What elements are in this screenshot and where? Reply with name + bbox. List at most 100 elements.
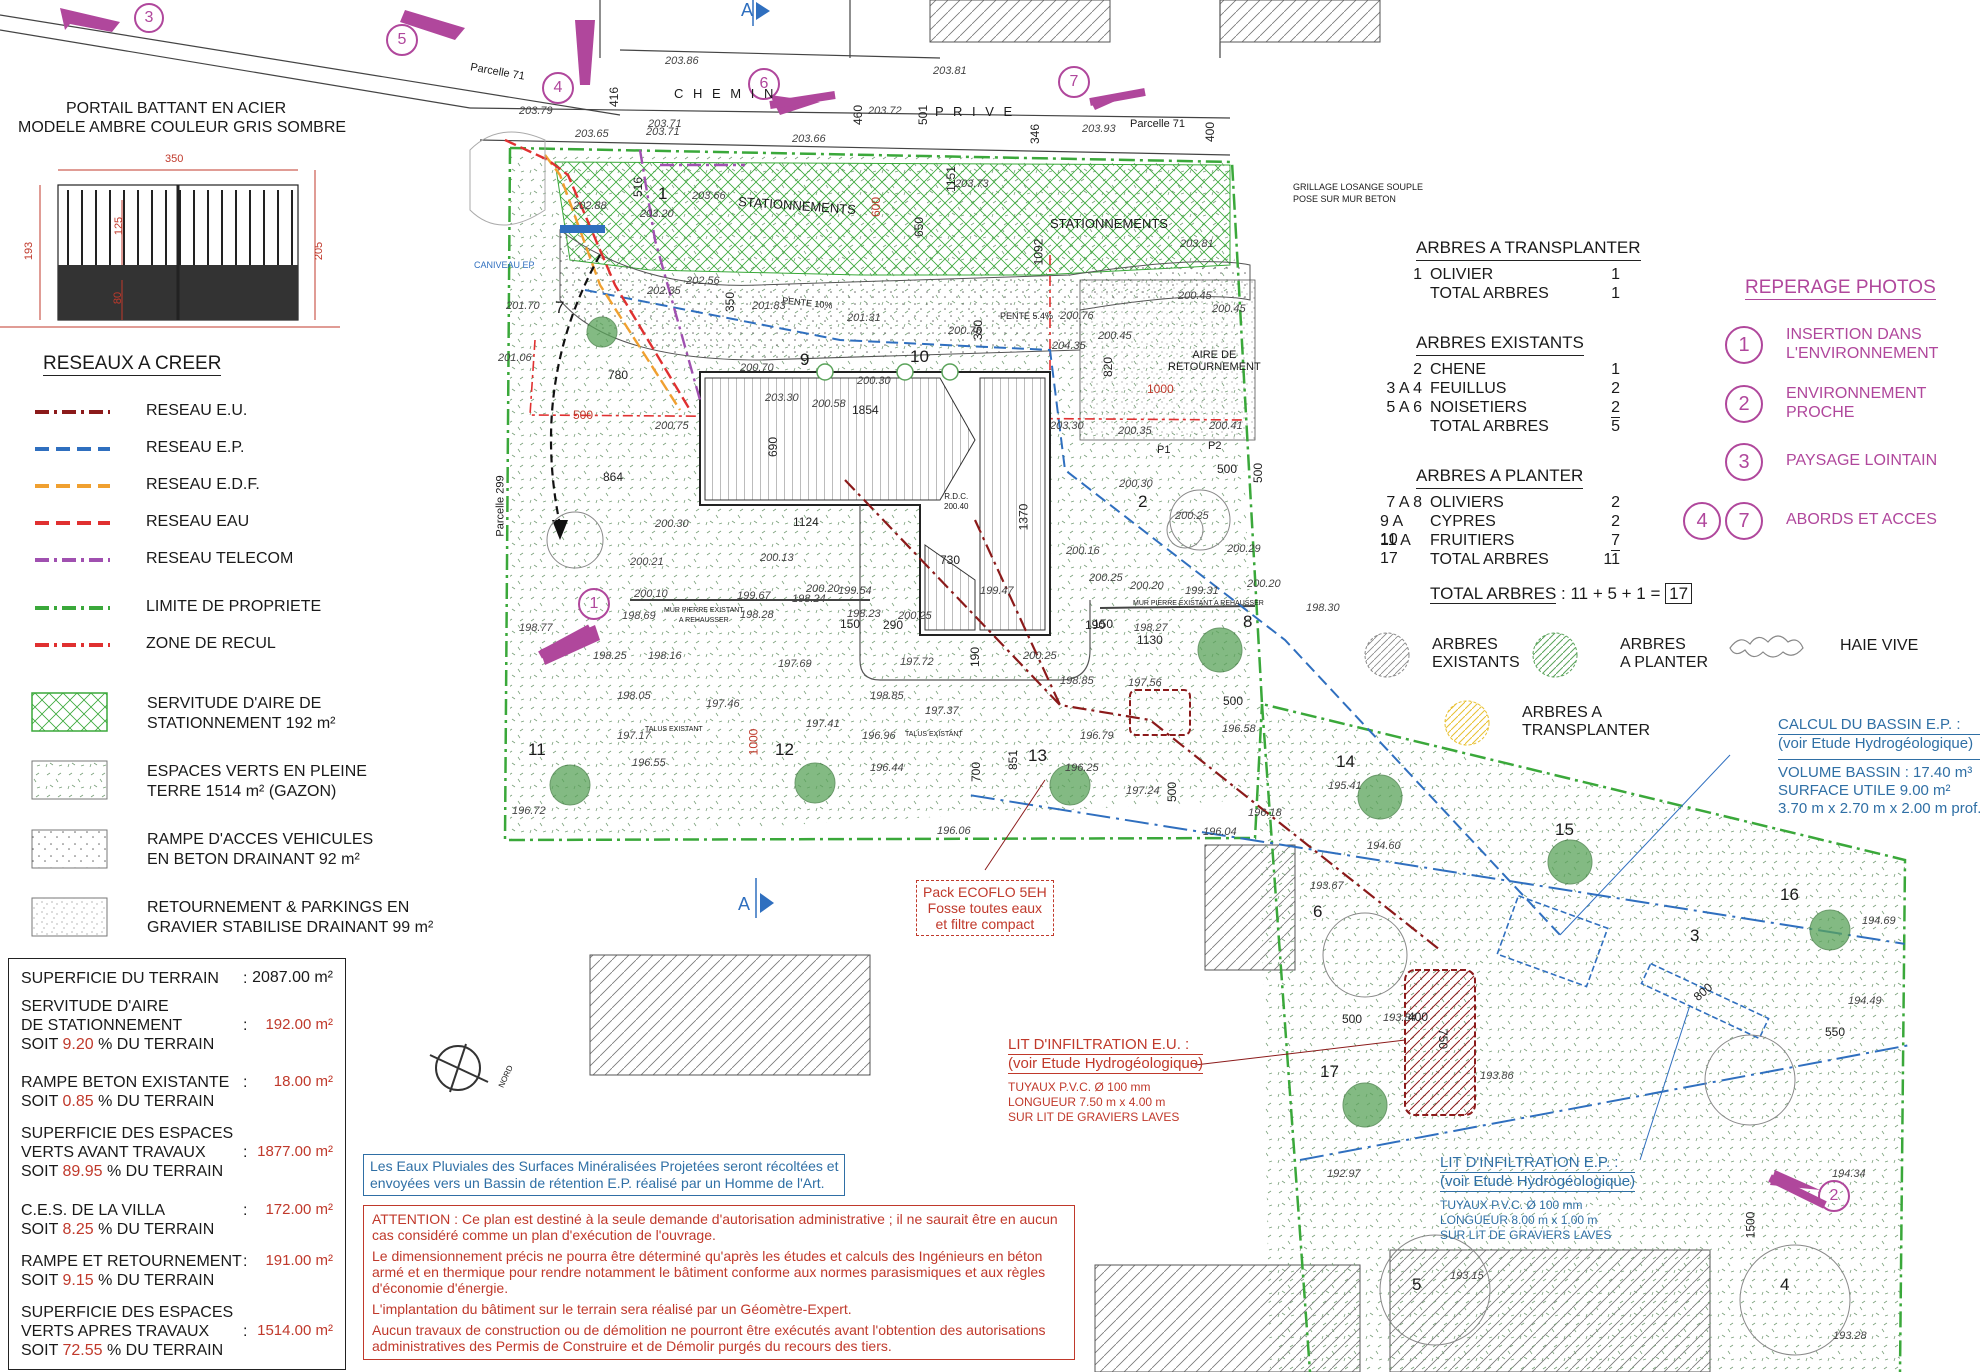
- network-eu-line: [844, 479, 1441, 951]
- photo-marker-4: 4: [542, 72, 574, 104]
- photo-marker-3: 3: [134, 3, 164, 33]
- photo-legend-num-4: 4: [1683, 502, 1721, 540]
- dimension-label: 1370: [1016, 503, 1031, 531]
- photo-legend-num-3: 3: [1725, 443, 1763, 481]
- roof-south: [924, 544, 976, 631]
- rainwater-note: Les Eaux Pluviales des Surfaces Minérali…: [363, 1154, 846, 1196]
- elevation-label: 203.93: [1082, 123, 1116, 135]
- stone-wall: [1099, 605, 1256, 609]
- dimension-label: 650: [912, 216, 927, 238]
- dimension-label: 460: [851, 104, 866, 126]
- network-eau-line: [504, 138, 692, 411]
- elevation-label: 198.16: [648, 650, 682, 662]
- dimension-label: 150: [840, 617, 861, 631]
- elevation-label: 200.70: [740, 362, 774, 374]
- tree-number: 17: [1320, 1062, 1339, 1081]
- gate-dim-left: 193: [23, 241, 36, 261]
- tree-number: 14: [1336, 752, 1355, 771]
- elevation-label: 200.45: [1212, 303, 1246, 315]
- dimension-label: 1124: [793, 515, 819, 529]
- dimension-label: 1151: [943, 166, 958, 192]
- dimension-label: 690: [766, 436, 781, 458]
- slope-54-label: PENTE 5.4%: [1000, 311, 1054, 321]
- elevation-label: 197.72: [900, 656, 934, 668]
- parking-p1: P1: [1157, 444, 1171, 456]
- elevation-label: 202.56: [686, 275, 720, 287]
- elevation-label: 200.25: [898, 610, 932, 622]
- elevation-label: 196.79: [1080, 730, 1114, 742]
- roof-east: [979, 377, 1046, 631]
- tree-number: 9: [800, 350, 810, 369]
- elevation-label: 196.04: [1203, 826, 1237, 838]
- elevation-label: 198.24: [792, 593, 826, 605]
- dimension-label: 350: [971, 319, 986, 341]
- ecoflo-tank: [1129, 689, 1191, 736]
- elevation-label: 200.10: [634, 588, 668, 600]
- section-a-top: A: [741, 0, 754, 20]
- existing-tree-icon: [1364, 632, 1410, 678]
- elevation-label: 203.72: [868, 105, 902, 117]
- gate-dim-inner1: 125: [113, 216, 126, 236]
- legend-hedge: HAIE VIVE: [1840, 637, 1919, 654]
- existing-title: ARBRES EXISTANTS: [1416, 333, 1584, 356]
- elevation-label: 197.41: [806, 718, 840, 730]
- tree-number: 11: [528, 740, 546, 759]
- elevation-label: 197.46: [706, 698, 740, 710]
- dimension-label: 400: [1203, 121, 1218, 143]
- summary-row: SUPERFICIE DU TERRAIN:2087.00 m²: [21, 969, 333, 987]
- dimension-label: 1000: [746, 728, 761, 756]
- elevation-label: 201.31: [847, 312, 881, 324]
- dimension-label: 346: [1028, 123, 1043, 145]
- elevation-label: 203.73: [955, 178, 989, 190]
- elevation-label: 200.20: [1130, 580, 1164, 592]
- dimension-label: 416: [607, 86, 622, 108]
- elevation-label: 193.28: [1833, 1330, 1867, 1342]
- tree-number: 10: [910, 347, 929, 366]
- ep-basin: [1496, 894, 1609, 988]
- elevation-label: 203.66: [792, 133, 826, 145]
- elevation-label: 200.58: [812, 398, 846, 410]
- dimension-label: 700: [969, 761, 984, 783]
- elevation-label: 197.24: [1126, 785, 1160, 797]
- elevation-label: 203.30: [765, 392, 799, 404]
- tree-number: 2: [1138, 492, 1148, 511]
- road-lines: [0, 0, 1231, 156]
- wall-label-2: MUR PIERRE EXISTANT A REHAUSSER: [1133, 600, 1264, 607]
- elevation-label: 200.45: [1098, 330, 1132, 342]
- photo-legend-num-1: 1: [1725, 326, 1763, 364]
- elevation-label: 200.21: [630, 556, 664, 568]
- elevation-label: 203.81: [1180, 238, 1214, 250]
- elevation-label: 201.83: [752, 300, 786, 312]
- rdc-label: R.D.C.200.40: [944, 492, 969, 511]
- neighbour-building: [589, 954, 871, 1076]
- tree-number: 8: [1243, 612, 1253, 631]
- tree-number: 6: [1313, 902, 1323, 921]
- elevation-label: 192.97: [1327, 1168, 1361, 1180]
- elevation-label: 201.70: [506, 300, 540, 312]
- dimension-label: 730: [940, 553, 961, 567]
- elevation-label: 201.06: [498, 352, 532, 364]
- section-mark-a-top: [752, 0, 770, 26]
- manoeuvre-arrow: [549, 254, 601, 526]
- photo-legend-num-2: 2: [1725, 385, 1763, 423]
- planted-trees: [549, 316, 1851, 1128]
- dimension-label: 500: [573, 408, 594, 422]
- elevation-label: 200.20: [1247, 578, 1281, 590]
- tree-number: 15: [1555, 820, 1574, 839]
- planted-tree-icon: [1532, 632, 1578, 678]
- elevation-label: 203.71: [646, 126, 680, 138]
- parking-p2: P2: [1208, 440, 1222, 452]
- ep-infiltration-line: [970, 794, 1905, 945]
- elevation-label: 195.41: [1328, 780, 1362, 792]
- gate-title-2: MODELE AMBRE COULEUR GRIS SOMBRE: [18, 119, 347, 136]
- elevation-label: 198.30: [1306, 602, 1340, 614]
